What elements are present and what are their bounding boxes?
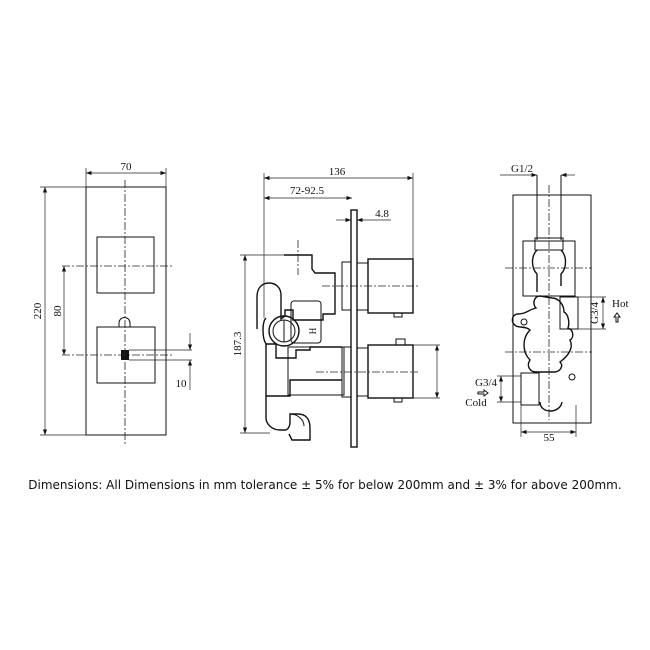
dim-range: 72-92.5 — [290, 185, 324, 197]
dim-body-height: 187.3 — [232, 331, 244, 356]
hot-mark: H — [308, 327, 318, 334]
hot-arrow-icon — [613, 312, 621, 323]
cold-size: G3/4 — [475, 377, 498, 389]
rear-plate — [512, 194, 592, 424]
wall-plate — [350, 209, 358, 448]
side-view: H 136 72-92.5 4.8 187.3 — [232, 166, 440, 448]
dim-outlet: G1/2 — [511, 163, 533, 175]
lever-knob — [118, 317, 131, 327]
dim-width: 70 — [121, 161, 133, 173]
dim-offset: 10 — [176, 378, 188, 390]
hot-size: G3/4 — [589, 302, 601, 325]
front-view: 70 220 80 10 — [32, 161, 193, 445]
lower-handle-side — [367, 344, 414, 399]
dim-spacing: 80 — [52, 305, 64, 317]
cold-arrow-icon — [477, 389, 489, 397]
dim-depth: 136 — [329, 166, 346, 178]
upper-handle — [96, 236, 155, 294]
hot-label: Hot — [612, 298, 629, 310]
dimensions-note: Dimensions: All Dimensions in mm toleran… — [28, 478, 622, 492]
dim-height: 220 — [32, 302, 44, 319]
rear-view: G1/2 55 G3/4 Hot G3/4 Cold — [465, 163, 628, 444]
cold-label: Cold — [465, 397, 487, 409]
dim-rear-width: 55 — [544, 432, 556, 444]
dim-plate: 4.8 — [375, 208, 389, 220]
front-plate — [85, 186, 167, 436]
